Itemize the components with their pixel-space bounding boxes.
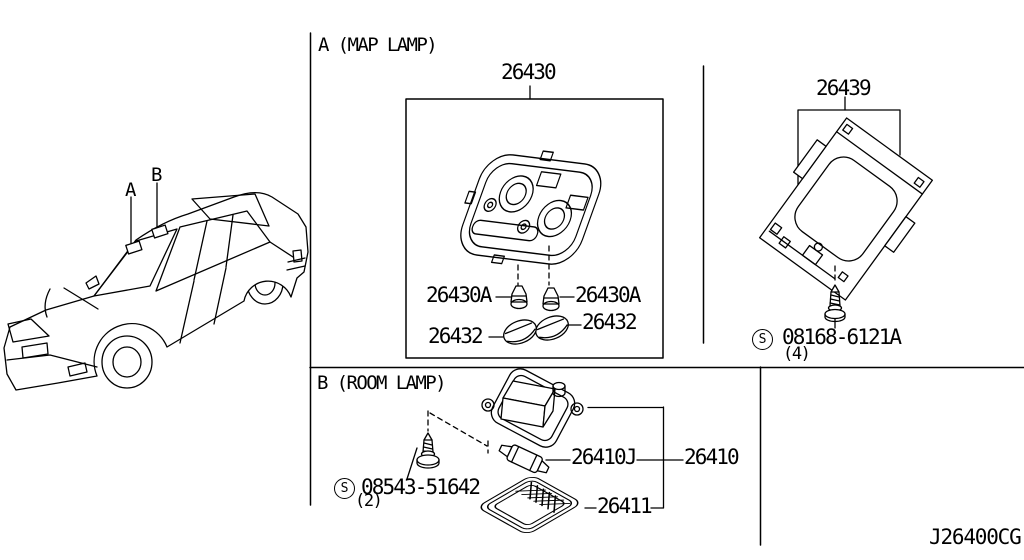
map-lamp-assembly-drawing: [460, 150, 602, 286]
room-lamp-screw-drawing: [406, 410, 489, 480]
car-marker-b-label: B: [151, 164, 163, 186]
part-label-26430a-right: 26430A: [575, 283, 641, 307]
map-lamp-lens-left-drawing: [503, 319, 537, 345]
map-lamp-bulb-right-drawing: [542, 287, 560, 312]
map-lamp-lens-right-drawing: [535, 315, 569, 341]
part-label-26410j: 26410J: [571, 445, 637, 469]
map-lamp-bulb-left-drawing: [510, 285, 528, 310]
bracket-drawing: [758, 117, 934, 301]
room-lamp-lens-drawing: [480, 477, 579, 533]
section-b-title: B (ROOM LAMP): [317, 372, 447, 394]
part-label-08168-6121a: 08168-6121A: [782, 325, 902, 349]
roof-lamp-a-marker-shape: [125, 240, 143, 255]
car-marker-a-label: A: [125, 179, 137, 201]
room-lamp-bulb-drawing: [498, 444, 550, 474]
part-label-26432-right: 26432: [582, 310, 638, 334]
screw-symbol-icon: S: [334, 478, 355, 499]
map-lamp-callout-box: [405, 85, 664, 359]
diagram-code: J26400CG: [929, 525, 1022, 549]
map-lamp-leader-lines: [488, 296, 582, 338]
part-label-08543-51642: 08543-51642: [361, 475, 481, 499]
section-a-title: A (MAP LAMP): [318, 34, 438, 56]
section-dividers: [309, 32, 1024, 546]
bracket-callout-lines: [797, 96, 901, 189]
room-lamp-housing-drawing: [481, 368, 584, 448]
part-label-26411: 26411: [597, 494, 653, 518]
part-label-26430: 26430: [501, 60, 557, 84]
qty-label-bracket-screw: (4): [783, 344, 811, 364]
part-label-26410: 26410: [684, 445, 740, 469]
roof-lamp-b-marker-shape: [151, 224, 169, 239]
room-lamp-leader-lines: [545, 406, 684, 509]
part-label-26432-left: 26432: [428, 324, 484, 348]
car-illustration: [3, 182, 309, 391]
screw-symbol-icon: S: [752, 329, 773, 350]
qty-label-room-screw: (2): [355, 491, 383, 511]
bracket-screw-drawing: [824, 265, 846, 329]
part-label-26439: 26439: [816, 76, 872, 100]
part-label-26430a-left: 26430A: [426, 283, 492, 307]
